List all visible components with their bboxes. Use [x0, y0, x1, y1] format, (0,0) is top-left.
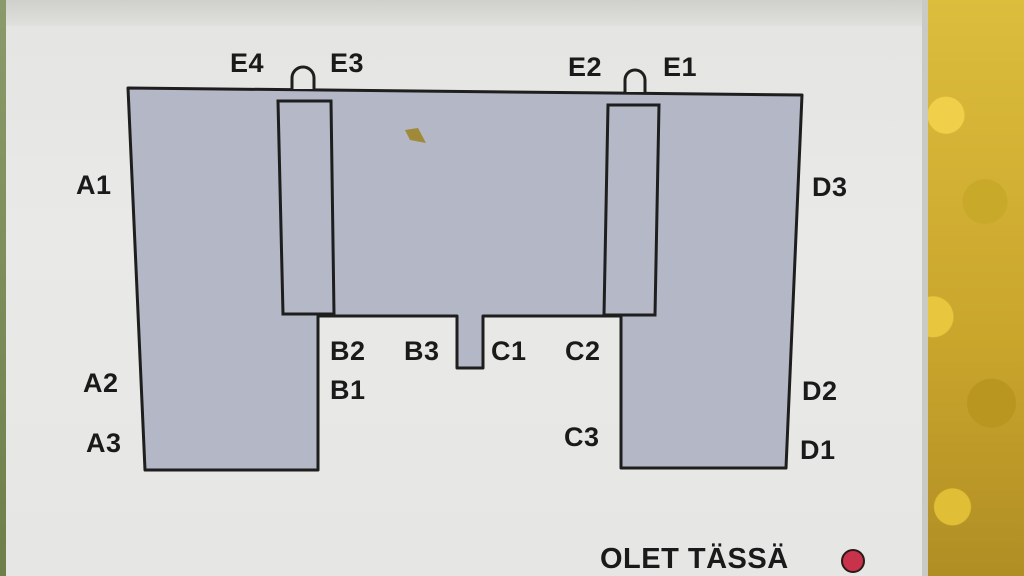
debris-mark	[405, 128, 426, 143]
label-c3: C3	[564, 422, 600, 452]
label-e2: E2	[568, 52, 603, 82]
label-a1: A1	[76, 170, 112, 200]
label-e3: E3	[330, 48, 365, 78]
sign-weathered-top	[6, 0, 922, 26]
building-outline	[126, 86, 804, 472]
label-a2: A2	[83, 368, 119, 398]
you-are-here-marker-icon	[841, 549, 865, 573]
left-wing-outline	[276, 99, 336, 316]
label-e1: E1	[663, 52, 698, 82]
entrance-loop-e4-e3	[290, 65, 316, 89]
label-c1: C1	[491, 336, 527, 366]
label-b1: B1	[330, 375, 366, 405]
entrance-loop-e2-e1	[623, 68, 647, 92]
label-a3: A3	[86, 428, 122, 458]
label-d1: D1	[800, 435, 836, 465]
label-e4: E4	[230, 48, 265, 78]
label-d2: D2	[802, 376, 838, 406]
right-wing-outline	[602, 103, 661, 317]
label-c2: C2	[565, 336, 601, 366]
label-d3: D3	[812, 172, 848, 202]
label-b2: B2	[330, 336, 366, 366]
you-are-here-label: OLET TÄSSÄ	[600, 543, 789, 575]
label-b3: B3	[404, 336, 440, 366]
